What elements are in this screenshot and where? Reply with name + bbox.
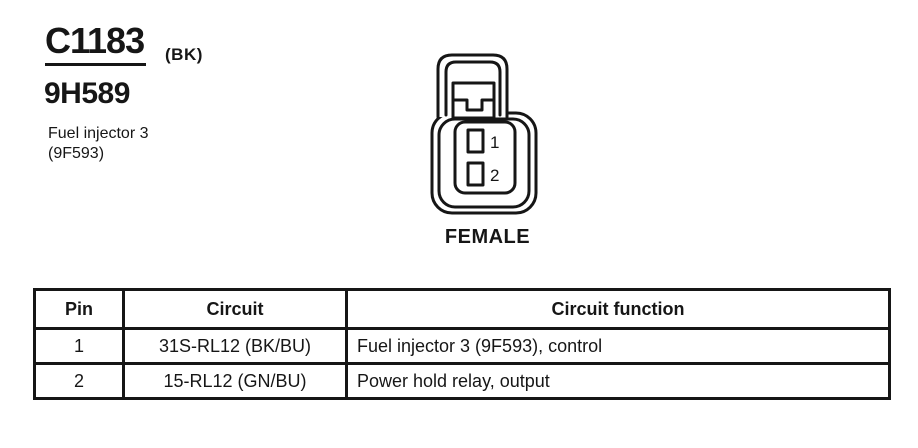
connector-description: Fuel injector 3 (9F593) (48, 124, 149, 164)
pin-2-number: 2 (490, 166, 499, 185)
pin-cell: 1 (33, 327, 125, 365)
description-line-1: Fuel injector 3 (48, 125, 149, 142)
description-line-2: (9F593) (48, 145, 105, 162)
circuit-cell: 31S-RL12 (BK/BU) (122, 327, 348, 365)
pin-pocket (453, 120, 517, 195)
table-row: 2 15-RL12 (GN/BU) Power hold relay, outp… (33, 362, 891, 400)
column-header-circuit-function: Circuit function (345, 288, 891, 330)
circuit-cell: 15-RL12 (GN/BU) (122, 362, 348, 400)
circuit-function-cell: Power hold relay, output (345, 362, 891, 400)
connector-face-diagram: 1 2 (430, 53, 538, 215)
connector-id-block: C1183 (BK) (45, 22, 202, 66)
connector-color-code: (BK) (165, 45, 203, 64)
table-header-row: Pin Circuit Circuit function (33, 288, 891, 330)
latch-keyway-notch (452, 98, 495, 112)
connector-gender-label: FEMALE (444, 226, 531, 248)
pin-cell: 2 (33, 362, 125, 400)
circuit-function-cell: Fuel injector 3 (9F593), control (345, 327, 891, 365)
column-header-circuit: Circuit (122, 288, 348, 330)
pin-1-number: 1 (490, 133, 499, 152)
connector-figure: 1 2 FEMALE (415, 45, 560, 248)
pinout-table: Pin Circuit Circuit function 1 31S-RL12 … (33, 288, 891, 400)
column-header-pin: Pin (33, 288, 125, 330)
table-row: 1 31S-RL12 (BK/BU) Fuel injector 3 (9F59… (33, 327, 891, 365)
connector-id: C1183 (45, 22, 147, 66)
pin-slot-2 (466, 161, 485, 187)
pin-slot-1 (466, 128, 485, 154)
part-number: 9H589 (44, 77, 130, 110)
